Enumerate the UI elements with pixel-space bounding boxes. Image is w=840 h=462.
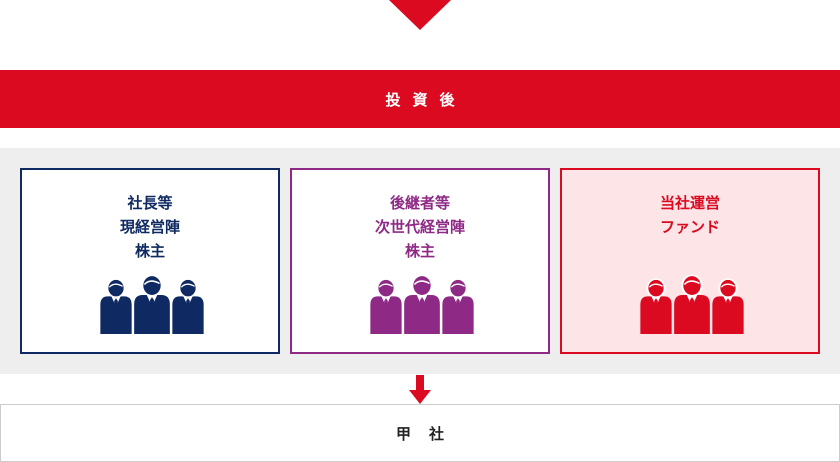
after-investment-banner: 投資後 <box>0 70 840 128</box>
group-box-fund: 当社運営 ファンド <box>560 168 820 354</box>
group-label-line: 社長等 <box>127 194 173 212</box>
group-box-successor: 後継者等 次世代経営陣 株主 <box>290 168 550 354</box>
group-label-line: 現経営陣 <box>119 218 180 236</box>
people-group-icon <box>370 274 474 334</box>
group-box-management: 社長等 現経営陣 株主 <box>20 168 280 354</box>
group-label-line: ファンド <box>659 218 720 236</box>
group-label-line: 株主 <box>404 242 435 260</box>
down-arrow-icon <box>409 375 431 404</box>
down-triangle-icon <box>389 0 451 30</box>
group-label: 当社運営 ファンド <box>660 191 720 239</box>
group-label-line: 株主 <box>134 242 165 260</box>
company-box: 甲社 <box>0 404 840 462</box>
banner-label: 投資後 <box>385 90 467 109</box>
group-label-line: 次世代経営陣 <box>374 218 465 236</box>
group-label: 後継者等 次世代経営陣 株主 <box>375 191 465 263</box>
company-label: 甲社 <box>395 424 462 443</box>
group-label-line: 後継者等 <box>389 194 450 212</box>
people-group-icon <box>640 274 744 334</box>
group-label: 社長等 現経営陣 株主 <box>120 191 180 263</box>
group-label-line: 当社運営 <box>659 194 720 212</box>
people-group-icon <box>100 274 204 334</box>
